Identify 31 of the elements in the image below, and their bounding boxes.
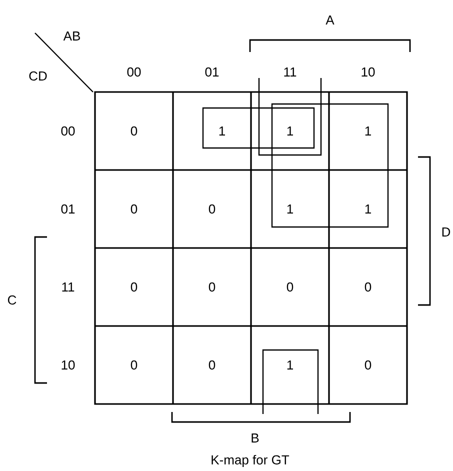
axis-label: CD [29, 71, 47, 81]
row-header: 00 [61, 126, 75, 136]
cell-value: 1 [287, 126, 293, 136]
variable-label: C [8, 295, 16, 305]
axis-label: AB [63, 32, 80, 40]
cell-value: 1 [365, 204, 371, 214]
column-header: 11 [284, 68, 296, 76]
column-header: 10 [362, 67, 375, 77]
column-header: 01 [205, 67, 219, 77]
row-header: 10 [62, 360, 75, 370]
cell-value: 0 [208, 204, 216, 214]
cell-value: 0 [130, 204, 138, 214]
row-header: 11 [62, 282, 74, 292]
variable-label: B [252, 434, 259, 442]
cell-value: 1 [287, 360, 293, 370]
cell-value: 1 [365, 126, 371, 136]
cell-value: 0 [130, 360, 138, 370]
cell-value: 1 [219, 126, 225, 136]
cell-value: 0 [130, 126, 138, 136]
cell-value: 0 [286, 282, 294, 292]
cell-value: 0 [208, 360, 216, 370]
variable-label: A [326, 16, 334, 24]
cell-value: 0 [130, 282, 138, 292]
variable-label: D [442, 228, 450, 236]
cell-value: 0 [208, 282, 216, 292]
cell-value: 1 [287, 204, 293, 214]
row-header: 01 [61, 204, 75, 214]
caption: K-map for GT [212, 454, 290, 468]
cell-value: 0 [364, 360, 372, 370]
column-header: 00 [127, 67, 141, 77]
cell-value: 0 [364, 282, 372, 292]
